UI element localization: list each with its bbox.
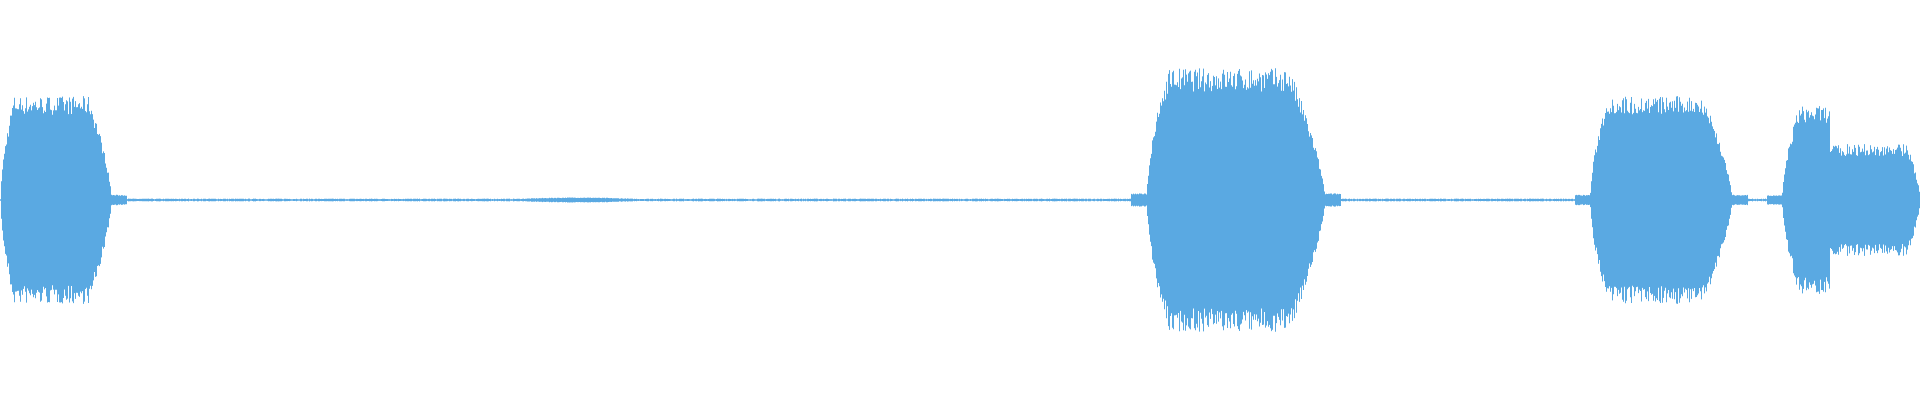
- waveform-samples: [0, 68, 1920, 332]
- waveform-path: [0, 68, 1920, 332]
